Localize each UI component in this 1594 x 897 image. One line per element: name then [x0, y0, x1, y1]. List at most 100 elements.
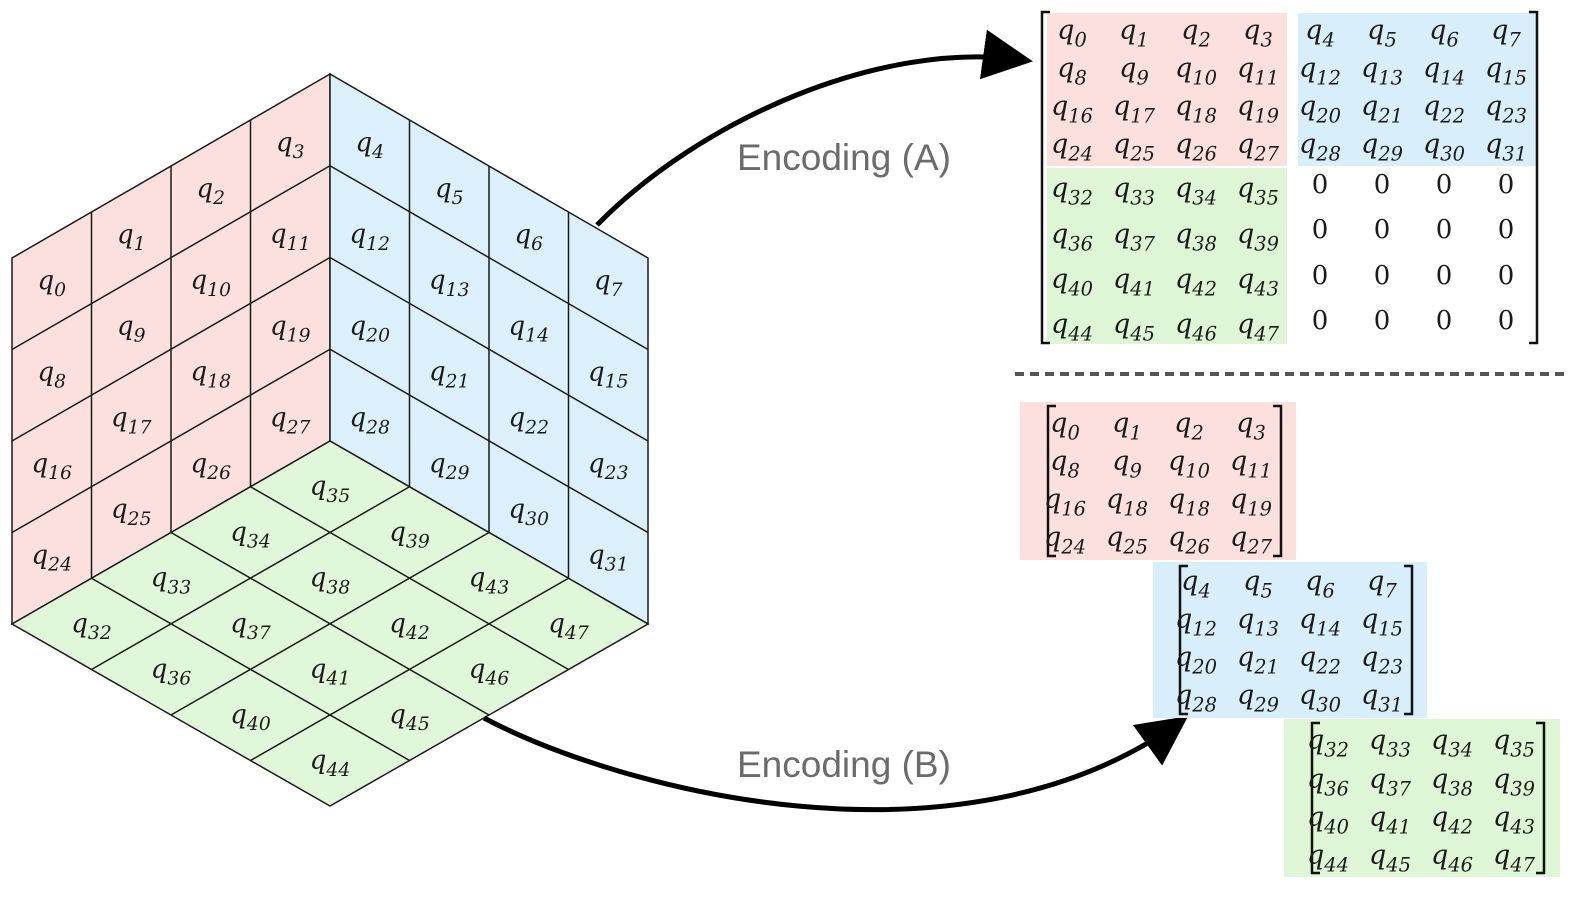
cube-cell-q32-index: 32	[88, 623, 112, 644]
cube-cell-q43: q43	[469, 563, 509, 598]
matrix-a-cell-q23: q23	[1485, 91, 1527, 128]
cube-cell-q20-index: 20	[365, 326, 390, 347]
matrix-a-zero: 0	[1374, 170, 1391, 200]
cube-cell-q17-index: 17	[128, 417, 152, 438]
cube-cell-q43-index: 43	[484, 577, 509, 598]
matrix-a-cell-q27-index: 27	[1253, 143, 1279, 166]
matrix-b-cell-q45: q45	[1369, 840, 1411, 877]
matrix-a-cell-q9-index: 9	[1136, 67, 1148, 90]
cube-cell-q27: q27	[270, 403, 311, 438]
matrix-b-cell-q1: q1	[1112, 408, 1142, 445]
matrix-b-cell-q22-index: 22	[1315, 656, 1341, 679]
matrix-a-zero: 0	[1498, 170, 1515, 200]
matrix-b-cell-q9-index: 9	[1129, 460, 1141, 483]
matrix-a-cell-q40-index: 40	[1067, 278, 1093, 301]
matrix-b-cell-q18: q18	[1106, 484, 1148, 521]
cube-cell-q19: q19	[270, 311, 311, 346]
matrix-a-zero: 0	[1498, 306, 1515, 336]
matrix-a-cell-q16-index: 16	[1068, 105, 1093, 128]
matrix-a-cell-q35: q35	[1237, 173, 1279, 210]
matrix-b-cell-q3: q3	[1236, 408, 1266, 445]
matrix-a-cell-q36-index: 36	[1068, 233, 1093, 256]
matrix-a-cell-q5-index: 5	[1384, 29, 1396, 52]
matrix-a-cell-q34-index: 34	[1192, 187, 1217, 210]
matrix-a-cell-q33-index: 33	[1130, 187, 1155, 210]
matrix-b-cell-q27-index: 27	[1246, 536, 1272, 559]
matrix-a-bottom-left-block	[1047, 168, 1287, 344]
cube-cell-q28: q28	[350, 403, 391, 438]
cube-cell-q30: q30	[509, 495, 550, 530]
matrix-a-cell-q44: q44	[1051, 309, 1093, 346]
cube-cell-q31-index: 31	[605, 555, 629, 576]
matrix-b-cell-q14-index: 14	[1316, 618, 1341, 641]
matrix-b-cell-q12: q12	[1175, 604, 1217, 641]
matrix-b-cell-q37-index: 37	[1386, 778, 1411, 801]
matrix-a-cell-q43-index: 43	[1253, 278, 1279, 301]
matrix-b-cell-q25: q25	[1106, 522, 1148, 559]
matrix-b-cell-q40: q40	[1307, 802, 1349, 839]
matrix-b-cell-q35-index: 35	[1510, 739, 1535, 762]
matrix-a-zero: 0	[1436, 306, 1453, 336]
matrix-a-cell-q6-index: 6	[1446, 29, 1458, 52]
matrix-a-cell-q13: q13	[1361, 53, 1403, 90]
matrix-a-cell-q39: q39	[1237, 219, 1279, 256]
matrix-a-zero: 0	[1312, 170, 1329, 200]
matrix-b-left-bracket	[1046, 404, 1056, 558]
matrix-b-cell-q40-index: 40	[1323, 816, 1349, 839]
matrix-b-cell-q28-index: 28	[1191, 694, 1217, 717]
cube-cell-q38: q38	[310, 563, 351, 598]
matrix-a-cell-q12-index: 12	[1316, 67, 1341, 90]
matrix-b-cell-q21: q21	[1237, 642, 1279, 679]
cube-cell-q20: q20	[350, 311, 391, 346]
cube-cell-q14-index: 14	[525, 326, 549, 347]
cube-cell-q36-index: 36	[167, 669, 191, 690]
cube-cell-q2-index: 2	[212, 188, 225, 209]
matrix-b-cell-q0-index: 0	[1067, 422, 1079, 445]
matrix-a-cell-q7-index: 7	[1508, 29, 1521, 52]
matrix-b-cell-q8: q8	[1050, 446, 1080, 483]
matrix-b-cell-q27: q27	[1230, 522, 1273, 559]
cube-cell-q8-index: 8	[54, 372, 66, 393]
matrix-a-cell-q7: q7	[1491, 15, 1521, 52]
arrow-encoding-b	[482, 715, 1189, 813]
matrix-a-cell-q21: q21	[1361, 91, 1403, 128]
matrix-b-cell-q32: q32	[1307, 725, 1349, 762]
matrix-a-cell-q33: q33	[1113, 173, 1155, 210]
matrix-b-cell-q31: q31	[1361, 680, 1403, 717]
matrix-a-cell-q42: q42	[1175, 264, 1217, 301]
cube-bottom-face-gridline	[170, 531, 490, 716]
cube-cell-q11: q11	[270, 220, 310, 255]
matrix-a-cell-q21-index: 21	[1377, 105, 1403, 128]
matrix-a-cell-q46: q46	[1175, 309, 1217, 346]
matrix-a-cell-q44-index: 44	[1067, 323, 1093, 346]
matrix-b-cell-q23-index: 23	[1377, 656, 1403, 679]
matrix-a-cell-q45: q45	[1113, 309, 1155, 346]
cube-cell-q7: q7	[594, 266, 623, 301]
matrix-b-cell-q22: q22	[1299, 642, 1341, 679]
matrix-b-cell-q45-index: 45	[1385, 854, 1411, 877]
cube-cell-q10-index: 10	[207, 280, 231, 301]
matrix-b-cell-q21-index: 21	[1253, 656, 1279, 679]
matrix-a-cell-q32-index: 32	[1068, 187, 1093, 210]
cube-cell-q4-index: 4	[371, 142, 384, 163]
matrix-b-cell-q47: q47	[1493, 840, 1536, 877]
cube-cell-q39: q39	[389, 517, 430, 552]
cube-cell-q1: q1	[117, 220, 146, 255]
matrix-a-cell-q1-index: 1	[1136, 29, 1148, 52]
cube-cell-q0: q0	[37, 266, 66, 301]
matrix-a-zero: 0	[1436, 170, 1453, 200]
cube-cell-q26: q26	[191, 449, 232, 484]
arrows: Encoding (A) Encoding (B)	[482, 29, 1189, 813]
cube-cell-q12: q12	[350, 220, 390, 255]
matrix-b-cell-q18: q18	[1168, 484, 1210, 521]
cube-cell-q36: q36	[151, 654, 192, 689]
cube-cell-q32: q32	[71, 609, 111, 644]
cube-cell-q26-index: 26	[206, 463, 231, 484]
matrix-b-cell-q20-index: 20	[1191, 656, 1217, 679]
matrix-a-cell-q22-index: 22	[1439, 105, 1465, 128]
cube-cell-q22: q22	[509, 403, 549, 438]
cube-cell-q17: q17	[111, 403, 152, 438]
matrix-b-block-3	[1284, 719, 1560, 877]
